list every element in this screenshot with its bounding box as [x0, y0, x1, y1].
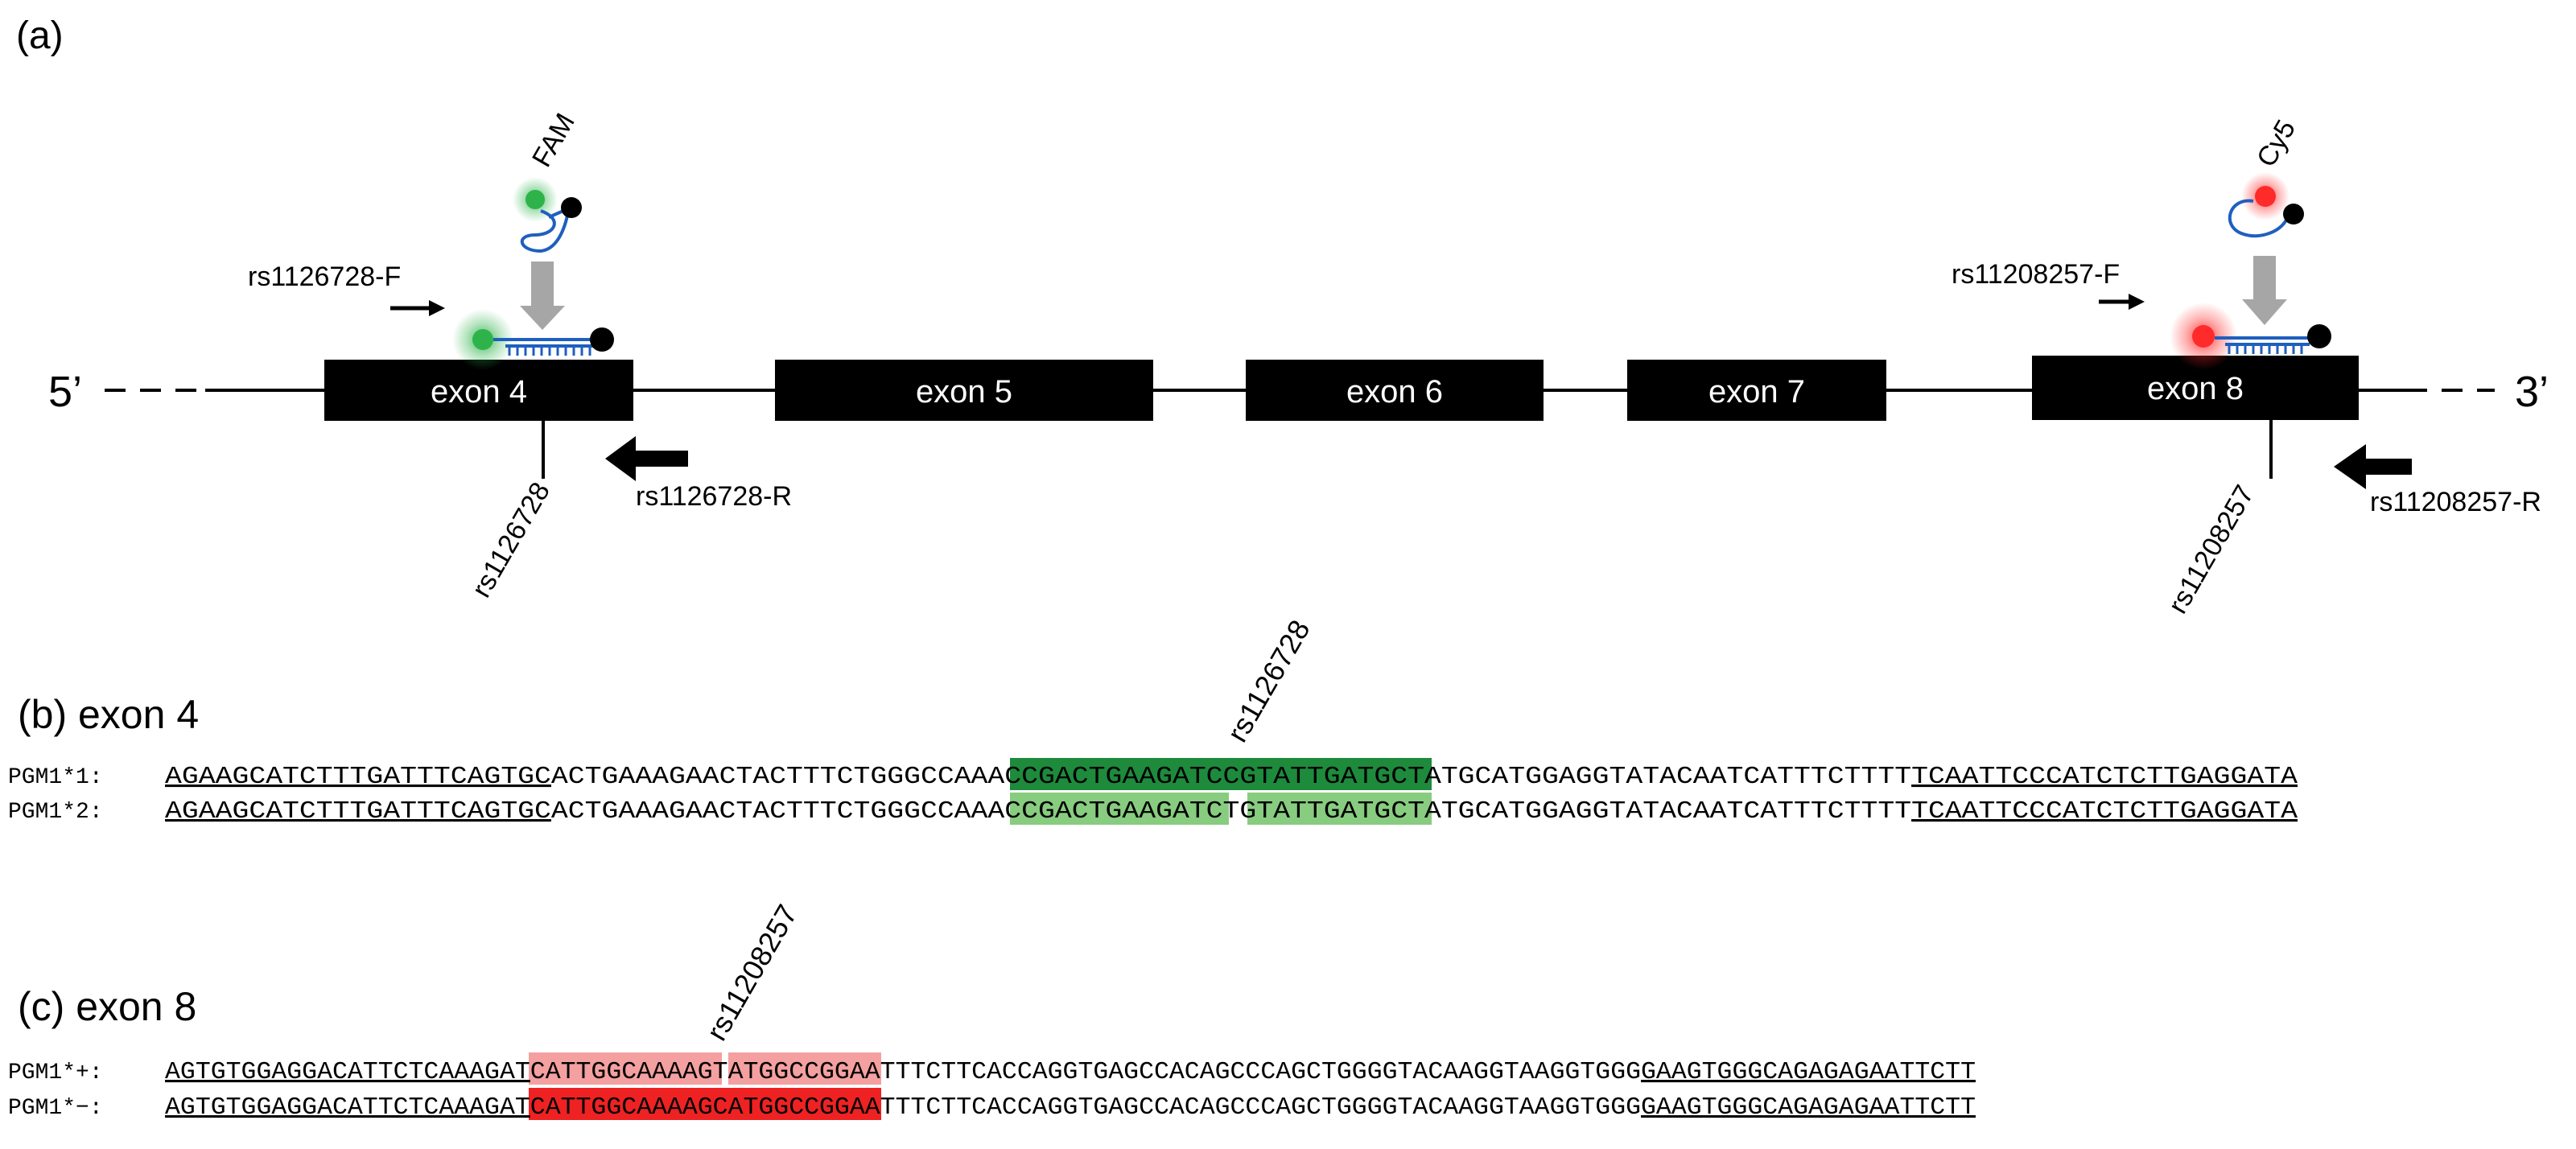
allele-name-pgm1-1: PGM1*1:: [8, 765, 103, 790]
primer-seq-forward: AGTGTGGAGGACATTCTCAAAGAT: [165, 1058, 530, 1086]
exon-8-box: exon 8: [2032, 356, 2359, 420]
left-probe-assay: rs1126728-F FAM: [248, 108, 792, 603]
allele-name-pgm1-2: PGM1*2:: [8, 800, 103, 825]
forward-arrow-icon: [390, 300, 445, 316]
probe-highlight-plus-part2: [728, 1052, 881, 1085]
seq-segment: ACTGAAAGAACTACTTTCTGGGCCAAA: [551, 797, 1005, 826]
allele-name-pgm1-minus: PGM1*−:: [8, 1096, 103, 1121]
panel-a-label: (a): [16, 14, 64, 57]
probe-seq-part1: CCGACTGAAGATC: [1004, 797, 1222, 826]
probe-highlight-allele2-part2: [1247, 793, 1432, 825]
bound-quencher-icon: [590, 327, 614, 352]
primer-seq-reverse: GAAGTGGGCAGAGAGAATTCTT: [1641, 1093, 1976, 1122]
probe-highlight-minus: [529, 1088, 881, 1120]
primer-label-right-forward: rs11208257-F: [1952, 259, 2120, 290]
seq-segment: ATGCATGGAGGTATACAATCATTTCTTTT: [1424, 763, 1911, 791]
seq-segment: ACTGAAAGAACTACTTTCTGGGCCAAA: [551, 763, 1005, 791]
seq-segment: ATGCATGGAGGTATACAATCATTTCTTTT: [1424, 797, 1911, 826]
fam-bound-dye-icon: [472, 329, 493, 350]
primer-seq-forward: AGTGTGGAGGACATTCTCAAAGAT: [165, 1093, 530, 1122]
panel-c: (c) exon 8 rs11208257 PGM1*+: AGTGTGGAGG…: [8, 899, 1976, 1122]
primer-seq-forward: AGAAGCATCTTTGATTTCAGTGC: [165, 797, 551, 826]
hybridization-arrow-icon: [520, 262, 565, 330]
snp-label-right: rs11208257: [2162, 480, 2260, 619]
panel-b: (b) exon 4 rs1126728 PGM1*1: AGAAGCATCTT…: [8, 614, 2298, 826]
exon-8-label: exon 8: [2147, 371, 2244, 406]
exon-4-label: exon 4: [431, 374, 527, 410]
hairpin-probe-icon: [520, 209, 569, 253]
panel-b-title: (b) exon 4: [18, 692, 199, 737]
primer-label-right-reverse: rs11208257-R: [2370, 487, 2541, 517]
fam-dye-icon: [526, 190, 545, 209]
bound-probe-icon: [2215, 336, 2310, 354]
allele-name-pgm1-plus: PGM1*+:: [8, 1060, 103, 1085]
probe-highlight-plus-part1: [529, 1052, 722, 1085]
probe-seq-part2: ATGGCCGGAA: [728, 1058, 880, 1086]
dye-label-fam: FAM: [526, 108, 581, 172]
exon-7-box: exon 7: [1627, 360, 1886, 421]
dye-label-cy5: Cy5: [2251, 115, 2302, 172]
exon-6-box: exon 6: [1246, 360, 1544, 421]
snp-label-exon8: rs11208257: [699, 899, 803, 1046]
exon-5-label: exon 5: [916, 374, 1012, 410]
cy5-bound-dye-icon: [2192, 325, 2215, 348]
probe-seq: CATTGGCAAAAGCATGGCCGGAA: [530, 1093, 880, 1122]
snp-base: T: [1223, 797, 1240, 826]
panel-a: (a) 5’ 3’ exon 4 exon 5 exon 6 exon 7 ex…: [16, 14, 2549, 619]
bound-quencher-icon: [2307, 324, 2331, 348]
panel-c-title: (c) exon 8: [18, 984, 196, 1029]
snp-label-left: rs1126728: [466, 477, 556, 603]
probe-highlight-allele2-part1: [1010, 793, 1229, 825]
probe-seq-part2: GTATTGATGCT: [1239, 797, 1424, 826]
primer-seq-reverse: TCAATTCCCATCTCTTGAGGATA: [1911, 797, 2298, 826]
probe-highlight-allele1: [1010, 758, 1432, 790]
quencher-icon: [561, 197, 582, 218]
three-prime-label: 3’: [2515, 368, 2549, 416]
seq-segment: TTTCTTCACCAGGTGAGCCACAGCCCAGCTGGGGTACAAG…: [880, 1093, 1641, 1122]
five-prime-label: 5’: [48, 368, 82, 416]
hybridization-arrow-icon: [2242, 256, 2287, 325]
exon-5-box: exon 5: [775, 360, 1153, 421]
seq-segment: TTTCTTCACCAGGTGAGCCACAGCCCAGCTGGGGTACAAG…: [880, 1058, 1641, 1086]
bound-probe-icon: [493, 338, 596, 356]
forward-arrow-icon: [2099, 294, 2145, 310]
cy5-dye-icon: [2255, 186, 2276, 207]
probe-seq-part1: CATTGGCAAAAGT: [530, 1058, 728, 1086]
primer-label-left-forward: rs1126728-F: [248, 262, 401, 292]
reverse-arrow-icon: [2334, 444, 2412, 489]
exon-7-label: exon 7: [1708, 374, 1805, 410]
exon-6-label: exon 6: [1346, 374, 1443, 410]
snp-label-exon4: rs1126728: [1220, 614, 1316, 747]
primer-seq-reverse: GAAGTGGGCAGAGAGAATTCTT: [1641, 1058, 1976, 1086]
primer-label-left-reverse: rs1126728-R: [636, 481, 792, 512]
primer-seq-forward: AGAAGCATCTTTGATTTCAGTGC: [165, 763, 551, 791]
probe-seq: CCGACTGAAGATCCGTATTGATGCT: [1004, 763, 1424, 791]
primer-seq-reverse: TCAATTCCCATCTCTTGAGGATA: [1911, 763, 2298, 791]
quencher-icon: [2283, 204, 2304, 224]
reverse-arrow-icon: [605, 436, 688, 481]
